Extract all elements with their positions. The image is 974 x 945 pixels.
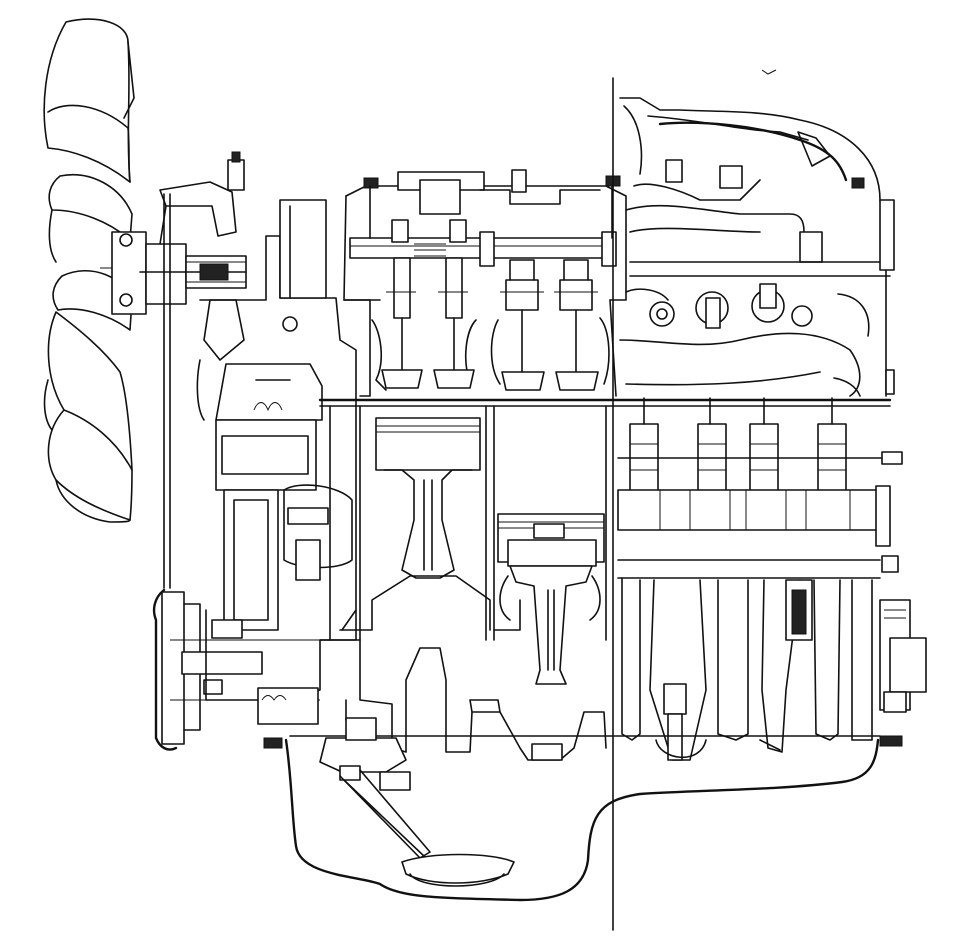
valves bbox=[381, 219, 599, 391]
timing-chain-cover bbox=[199, 199, 357, 749]
section-divider-line bbox=[612, 69, 777, 931]
connecting-rod bbox=[499, 565, 601, 685]
oil-strainer bbox=[319, 717, 515, 887]
piston bbox=[375, 417, 605, 579]
cooling-fan bbox=[43, 18, 150, 523]
water-pump bbox=[111, 151, 247, 361]
crankshaft bbox=[319, 559, 881, 761]
oil-pan bbox=[284, 735, 881, 902]
crankshaft-pulley bbox=[152, 193, 320, 751]
engine-block bbox=[318, 398, 892, 641]
rear-oil-seal-housing bbox=[879, 555, 927, 747]
camshaft bbox=[617, 397, 903, 547]
intake-manifold bbox=[619, 97, 895, 397]
